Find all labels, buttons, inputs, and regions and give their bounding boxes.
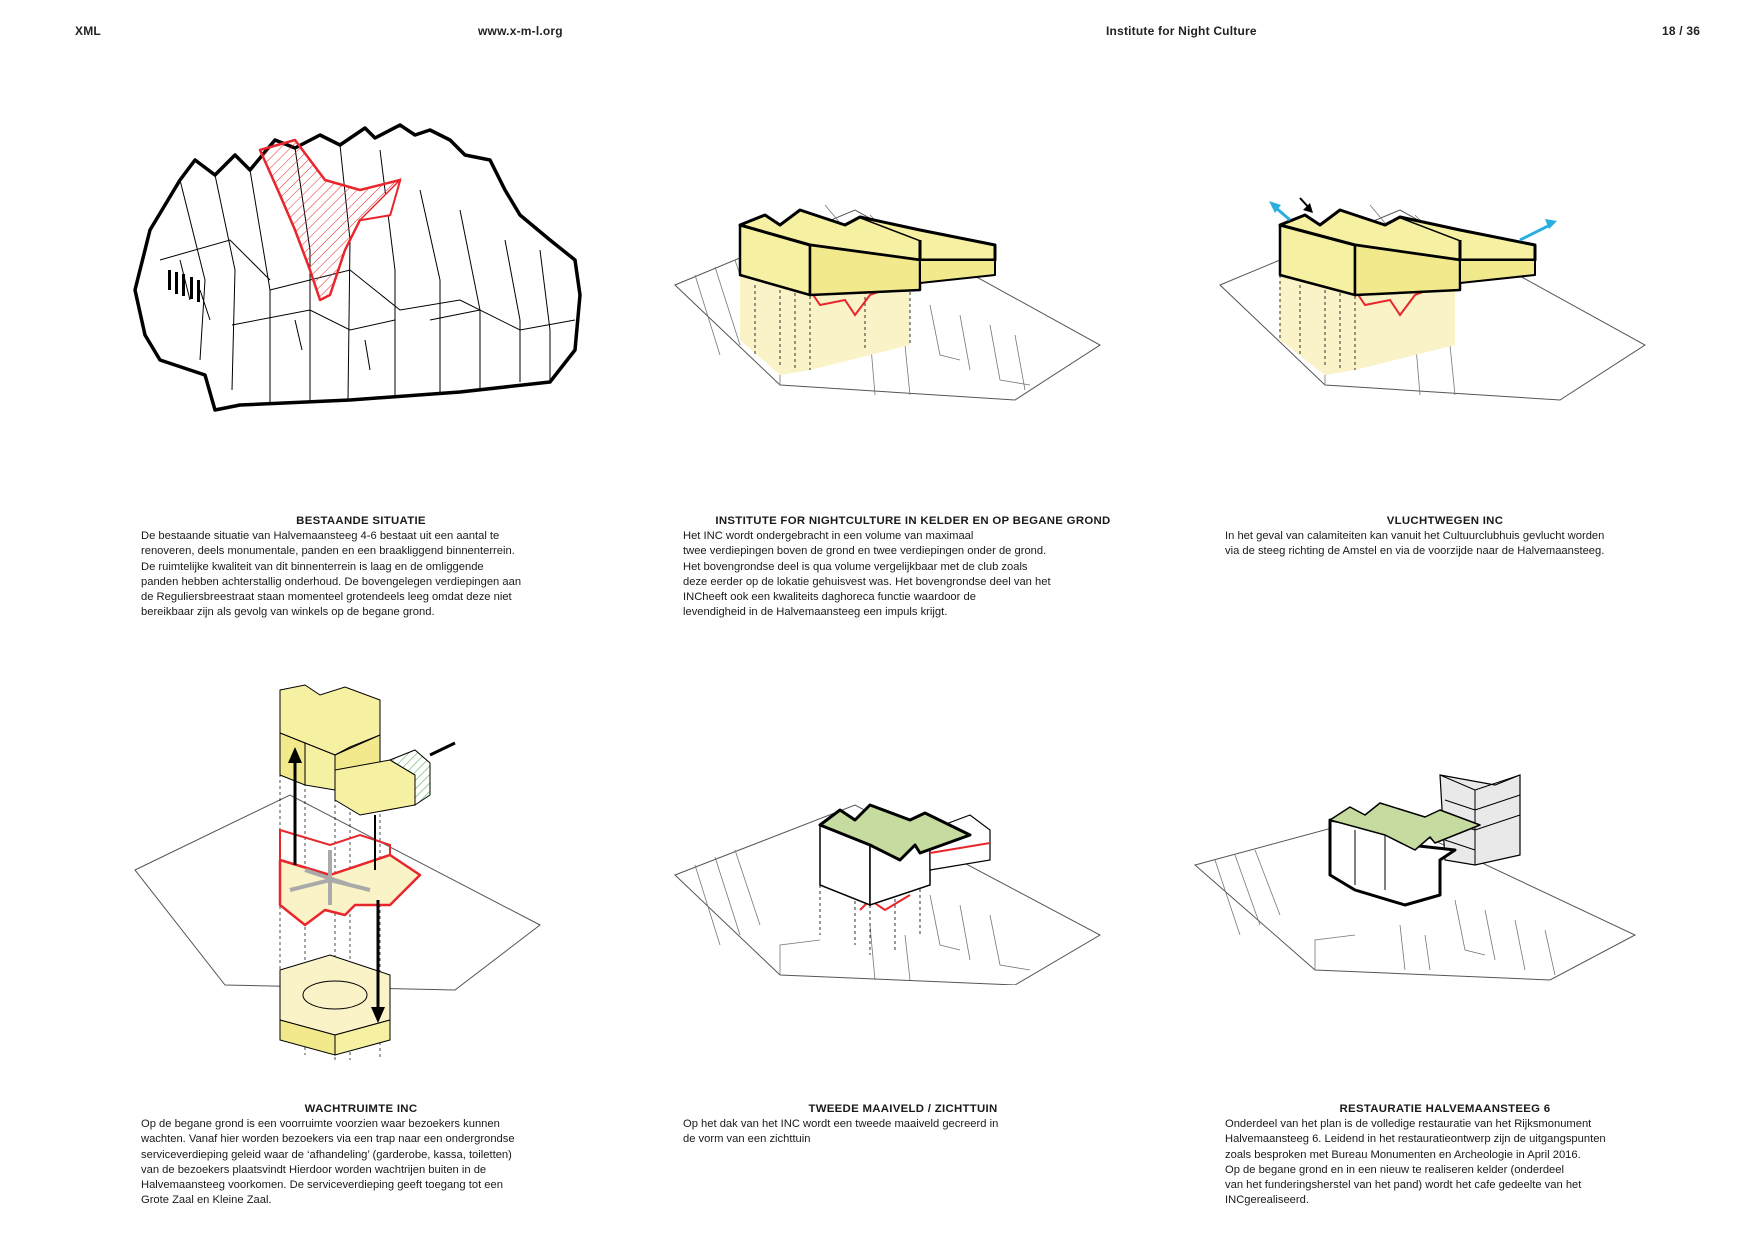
caption-title: TWEEDE MAAIVELD / ZICHTTUIN xyxy=(808,1103,998,1115)
header-left: XML xyxy=(75,24,101,38)
header-page-number: 18 / 36 xyxy=(1662,24,1701,38)
caption-title: BESTAANDE SITUATIE xyxy=(296,515,426,527)
caption-body: Op de begane grond is een voorruimte voo… xyxy=(141,1118,515,1207)
diagram-escape-routes xyxy=(1215,195,1655,415)
caption-body: Onderdeel van het plan is de volledige r… xyxy=(1225,1118,1606,1207)
caption-title: RESTAURATIE HALVEMAANSTEEG 6 xyxy=(1339,1103,1551,1115)
caption-restoration: RESTAURATIE HALVEMAANSTEEG 6 Onderdeel v… xyxy=(1225,1102,1665,1208)
header-title: Institute for Night Culture xyxy=(1106,24,1257,38)
caption-body: De bestaande situatie van Halvemaansteeg… xyxy=(141,530,522,619)
caption-existing-situation: BESTAANDE SITUATIE De bestaande situatie… xyxy=(141,514,581,620)
caption-waiting-room: WACHTRUIMTE INC Op de begane grond is ee… xyxy=(141,1102,581,1208)
diagram-inc-basement-groundfloor xyxy=(670,195,1110,415)
caption-inc-basement: INSTITUTE FOR NIGHTCULTURE IN KELDER EN … xyxy=(683,514,1143,620)
diagram-roof-garden xyxy=(670,765,1110,985)
caption-body: Het INC wordt ondergebracht in een volum… xyxy=(683,530,1051,619)
caption-title: INSTITUTE FOR NIGHTCULTURE IN KELDER EN … xyxy=(715,515,1111,527)
caption-roof-garden: TWEEDE MAAIVELD / ZICHTTUIN Op het dak v… xyxy=(683,1102,1123,1148)
diagram-restoration xyxy=(1190,765,1650,985)
diagram-waiting-room xyxy=(130,675,550,1080)
caption-body: In het geval van calamiteiten kan vanuit… xyxy=(1225,530,1605,558)
caption-title: VLUCHTWEGEN INC xyxy=(1386,515,1504,527)
caption-escape-routes: VLUCHTWEGEN INC In het geval van calamit… xyxy=(1225,514,1665,560)
caption-title: WACHTRUIMTE INC xyxy=(304,1103,418,1115)
diagram-existing-situation xyxy=(120,120,590,420)
header-url[interactable]: www.x-m-l.org xyxy=(478,24,563,38)
caption-body: Op het dak van het INC wordt een tweede … xyxy=(683,1118,999,1146)
